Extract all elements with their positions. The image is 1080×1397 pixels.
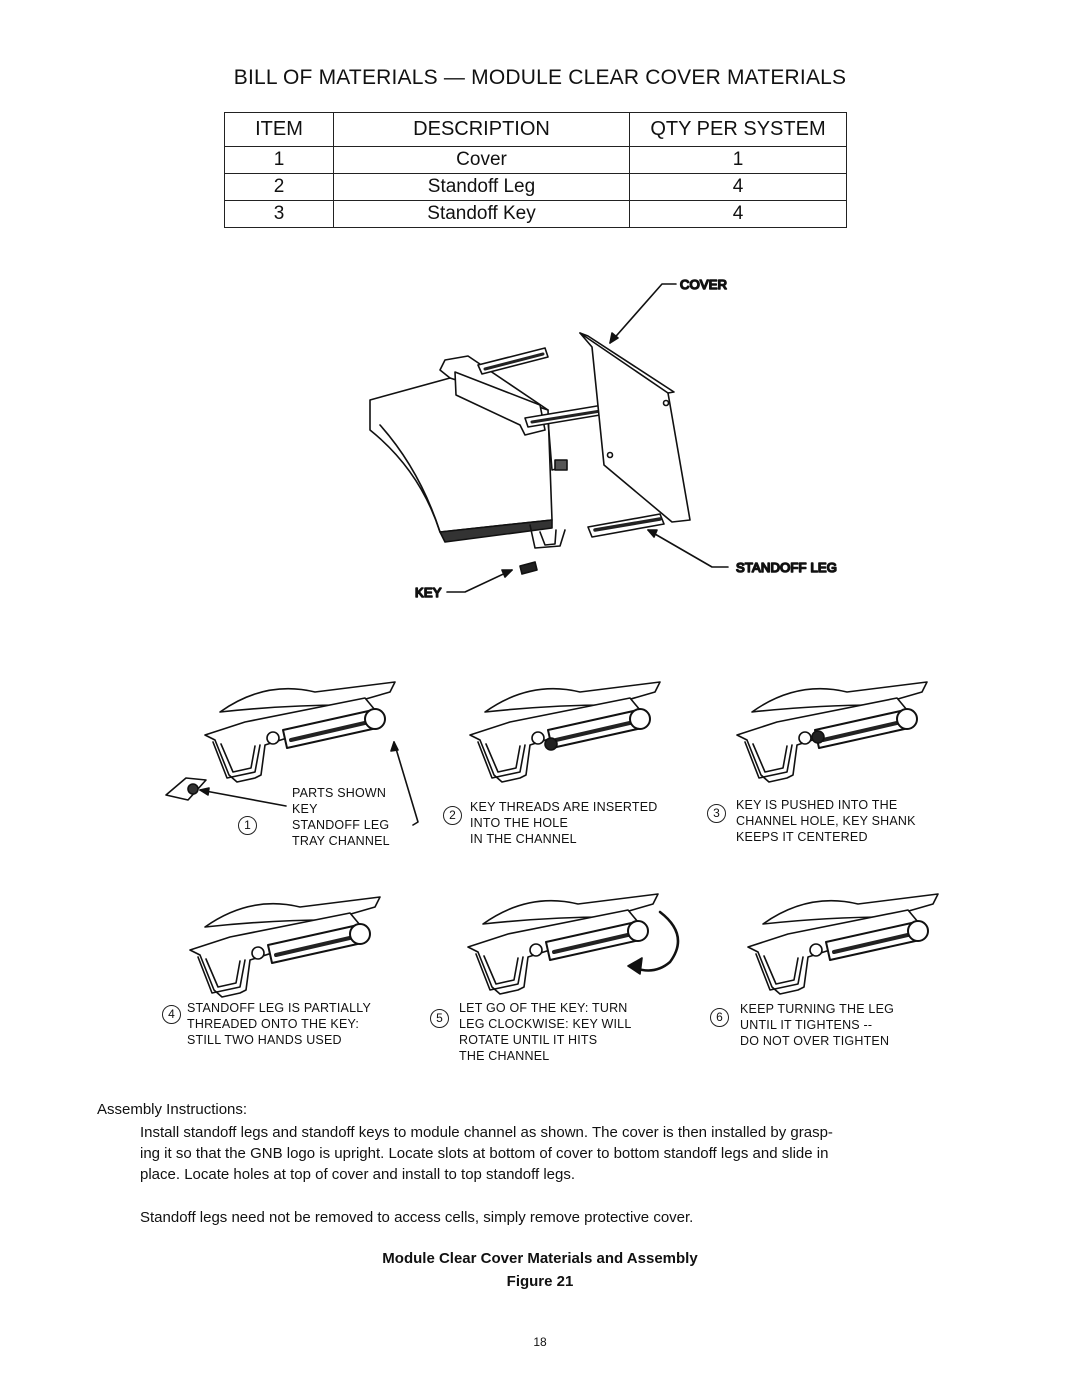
step-1-text: PARTS SHOWN KEY STANDOFF LEG TRAY CHANNE… xyxy=(292,785,390,849)
page-title: BILL OF MATERIALS — MODULE CLEAR COVER M… xyxy=(233,66,847,89)
step-4-line: STILL TWO HANDS USED xyxy=(187,1033,342,1047)
page-number: 18 xyxy=(533,1335,547,1349)
column-header-item: ITEM xyxy=(224,112,334,147)
step-5-text: LET GO OF THE KEY: TURN LEG CLOCKWISE: K… xyxy=(459,1000,631,1064)
step-2-number: 2 xyxy=(443,806,462,825)
step-3-key-dot xyxy=(812,731,824,743)
row-item: 2 xyxy=(224,173,334,201)
cover-label: COVER xyxy=(680,277,727,292)
key-drawing xyxy=(520,562,537,574)
clockwise-arrow-icon xyxy=(628,912,678,974)
instructions-line: place. Locate holes at top of cover and … xyxy=(140,1166,576,1183)
row-description: Standoff Key xyxy=(333,200,630,228)
column-header-description: DESCRIPTION xyxy=(333,112,630,147)
step-6-text: KEEP TURNING THE LEG UNTIL IT TIGHTENS -… xyxy=(740,1001,894,1049)
cover-panel-drawing xyxy=(580,333,690,522)
step-4-drawing xyxy=(188,895,382,999)
step-5-line: ROTATE UNTIL IT HITS xyxy=(459,1033,598,1047)
callout-arrows xyxy=(447,284,728,592)
standoff-leg-label: STANDOFF LEG xyxy=(736,560,837,575)
step-3-text: KEY IS PUSHED INTO THE CHANNEL HOLE, KEY… xyxy=(736,797,916,845)
row-qty: 4 xyxy=(629,200,847,228)
step-1-line: TRAY CHANNEL xyxy=(292,834,390,848)
bill-of-materials-table: ITEM DESCRIPTION QTY PER SYSTEM 1 Cover … xyxy=(224,112,847,228)
module-tray-drawing xyxy=(370,356,567,548)
step-2-line: KEY THREADS ARE INSERTED xyxy=(470,800,658,814)
step-5-line: LET GO OF THE KEY: TURN xyxy=(459,1001,628,1015)
table-row: 1 Cover 1 xyxy=(224,146,847,174)
step-1-key-drawing xyxy=(166,742,418,825)
step-6-line: UNTIL IT TIGHTENS -- xyxy=(740,1018,873,1032)
step-2-line: INTO THE HOLE xyxy=(470,816,568,830)
step-6-line: DO NOT OVER TIGHTEN xyxy=(740,1034,890,1048)
row-item: 3 xyxy=(224,200,334,228)
row-description: Cover xyxy=(333,146,630,174)
figure-caption-title: Module Clear Cover Materials and Assembl… xyxy=(382,1250,698,1267)
row-qty: 1 xyxy=(629,146,847,174)
step-3-line: KEEPS IT CENTERED xyxy=(736,830,868,844)
instructions-line: Install standoff legs and standoff keys … xyxy=(140,1124,833,1141)
step-3-number: 3 xyxy=(707,804,726,823)
row-description: Standoff Leg xyxy=(333,173,630,201)
step-6-number: 6 xyxy=(710,1008,729,1027)
step-3-drawing xyxy=(735,680,929,784)
table-header-row: ITEM DESCRIPTION QTY PER SYSTEM xyxy=(224,112,847,147)
figure-caption-number: Figure 21 xyxy=(506,1273,574,1290)
step-5-drawing xyxy=(466,892,660,996)
step-6-drawing xyxy=(746,892,940,996)
step-1-line: PARTS SHOWN xyxy=(292,786,387,800)
step-3-line: KEY IS PUSHED INTO THE xyxy=(736,798,898,812)
column-header-qty: QTY PER SYSTEM xyxy=(629,112,847,147)
instructions-paragraph-1: Install standoff legs and standoff keys … xyxy=(140,1122,970,1185)
step-2-key-dot xyxy=(545,738,557,750)
step-1-number: 1 xyxy=(238,816,257,835)
step-5-number: 5 xyxy=(430,1009,449,1028)
step-4-line: STANDOFF LEG IS PARTIALLY xyxy=(187,1001,371,1015)
step-4-number: 4 xyxy=(162,1005,181,1024)
key-label: KEY xyxy=(415,585,442,600)
table-row: 3 Standoff Key 4 xyxy=(224,200,847,228)
step-1-line: STANDOFF LEG xyxy=(292,818,390,832)
step-4-text: STANDOFF LEG IS PARTIALLY THREADED ONTO … xyxy=(187,1000,371,1048)
instructions-heading: Assembly Instructions: xyxy=(97,1101,248,1118)
step-2-text: KEY THREADS ARE INSERTED INTO THE HOLE I… xyxy=(470,799,658,847)
step-2-drawing xyxy=(468,680,662,784)
step-4-line: THREADED ONTO THE KEY: xyxy=(187,1017,360,1031)
table-row: 2 Standoff Leg 4 xyxy=(224,173,847,201)
step-5-line: LEG CLOCKWISE: KEY WILL xyxy=(459,1017,632,1031)
step-6-line: KEEP TURNING THE LEG xyxy=(740,1002,895,1016)
instructions-line: ing it so that the GNB logo is upright. … xyxy=(140,1145,829,1162)
step-2-line: IN THE CHANNEL xyxy=(470,832,577,846)
step-1-drawing xyxy=(203,680,397,784)
instructions-paragraph-2: Standoff legs need not be removed to acc… xyxy=(140,1209,694,1226)
step-1-line: KEY xyxy=(292,802,318,816)
step-5-line: THE CHANNEL xyxy=(459,1049,550,1063)
step-3-line: CHANNEL HOLE, KEY SHANK xyxy=(736,814,916,828)
